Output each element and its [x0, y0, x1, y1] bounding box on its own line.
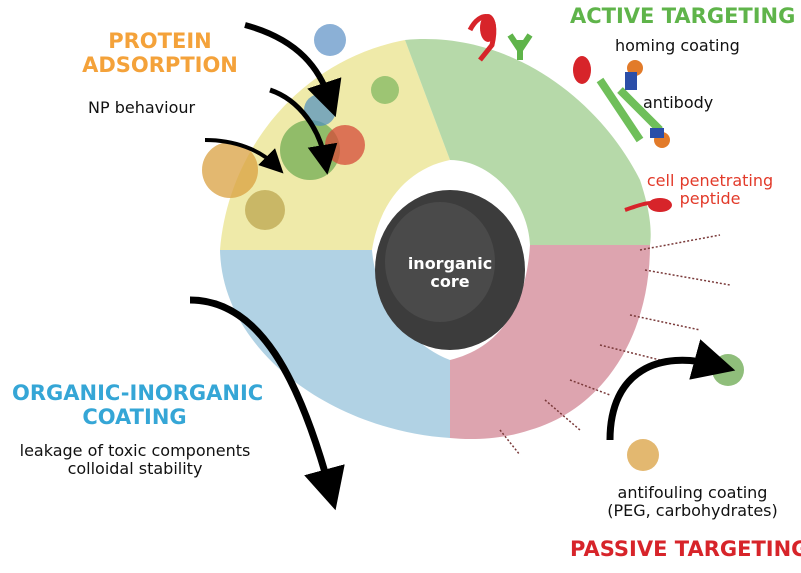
protein-adsorption-title: PROTEIN ADSORPTION	[80, 29, 240, 77]
protein-adsorption-line2: ADSORPTION	[82, 52, 238, 77]
organic-inorganic-segment	[220, 250, 450, 438]
peg-chains	[499, 234, 731, 456]
organic-inorganic-line1: ORGANIC-INORGANIC	[12, 381, 264, 405]
cell-penetrating-label: cell penetrating peptide	[625, 172, 795, 208]
organic-inorganic-desc: leakage of toxic components colloidal st…	[0, 442, 270, 478]
repelled-protein-1	[712, 354, 744, 386]
inorganic-core-label: inorganic core	[395, 255, 505, 291]
antifouling-label: antifouling coating (PEG, carbohydrates)	[585, 484, 800, 520]
organic-inorganic-title: ORGANIC-INORGANIC COATING	[12, 381, 264, 429]
leakage-arrow	[189, 296, 345, 511]
np-behaviour-label: NP behaviour	[88, 98, 196, 117]
repelled-protein-2	[627, 439, 659, 471]
homing-coating-label: homing coating	[615, 36, 740, 55]
cell-penetrating-line2: peptide	[679, 188, 741, 208]
adsorbed-proteins	[202, 24, 399, 230]
protein-adsorption-line1: PROTEIN	[108, 29, 212, 53]
protein-arrow-1	[244, 22, 342, 118]
core-highlight	[385, 202, 495, 322]
antibody-label: antibody	[643, 93, 714, 112]
organic-inorganic-line2: COATING	[82, 404, 187, 429]
protein-arrow-2	[269, 87, 338, 175]
protein-arrow-3	[204, 138, 284, 174]
passive-targeting-title: PASSIVE TARGETING	[570, 537, 801, 561]
inorganic-core-line2: core	[430, 271, 470, 291]
colloidal-label: colloidal stability	[67, 458, 203, 478]
antifouling-line1: antifouling coating	[617, 483, 768, 502]
active-targeting-title: ACTIVE TARGETING	[570, 4, 796, 28]
antibody-ligands	[467, 14, 672, 212]
cell-penetrating-line1: cell penetrating	[646, 171, 774, 190]
inorganic-core-line1: inorganic	[407, 254, 493, 273]
passive-arrow	[606, 339, 736, 441]
antifouling-segment	[450, 245, 650, 440]
leakage-label: leakage of toxic components	[19, 441, 251, 460]
homing-coating-segment	[405, 39, 651, 245]
antifouling-line2: (PEG, carbohydrates)	[607, 500, 778, 520]
